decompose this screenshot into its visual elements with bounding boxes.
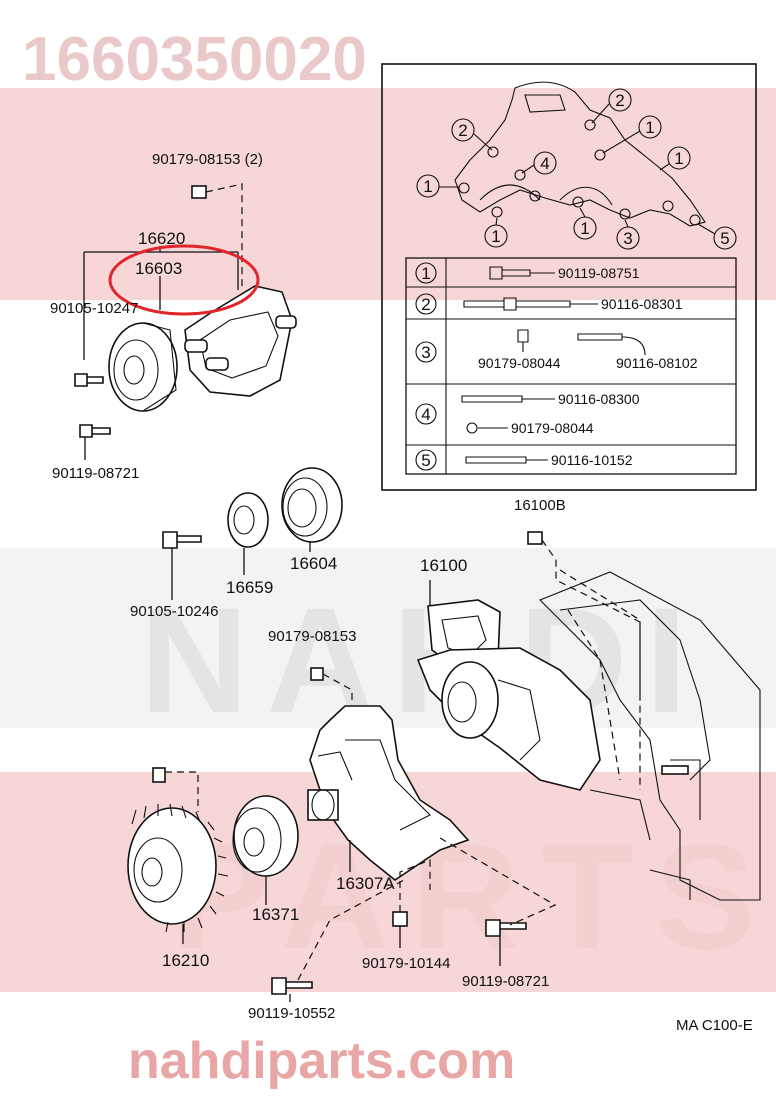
pulley-16604-drawing xyxy=(162,467,343,600)
watermark-site: nahdiparts.com xyxy=(128,1032,515,1090)
legend-row-5-part: 90116-10152 xyxy=(551,452,633,468)
label-90179-08153-2: 90179-08153 (2) xyxy=(152,151,263,168)
legend-row-4-number: 4 xyxy=(421,405,430,424)
water-pump-drawing xyxy=(416,531,641,791)
callout-number: 1 xyxy=(645,118,654,137)
watermark-band-middle xyxy=(0,548,776,728)
legend-row-1-number: 1 xyxy=(421,264,430,283)
callout-number: 1 xyxy=(423,177,432,196)
watermark-brand-nahdi: NAHDI xyxy=(140,576,705,744)
label-16210: 16210 xyxy=(162,951,209,970)
callout-number: 2 xyxy=(615,91,624,110)
callout-number: 1 xyxy=(491,227,500,246)
bracket-16307a-drawing xyxy=(307,667,470,881)
legend-row-3-part-a: 90179-08044 xyxy=(478,355,561,371)
watermark-band-top xyxy=(0,88,776,300)
callout-number: 2 xyxy=(458,121,467,140)
label-90119-10552: 90119-10552 xyxy=(248,1005,335,1022)
inset-cover-drawing xyxy=(454,81,706,227)
callout-circle xyxy=(638,115,662,139)
legend-row-3-part-b: 90116-08102 xyxy=(616,355,698,371)
lower-fasteners-drawing xyxy=(271,837,557,1002)
engine-block-drawing xyxy=(539,569,761,901)
label-16100b: 16100B xyxy=(514,497,566,514)
legend-row-3-number: 3 xyxy=(421,343,430,362)
callout-circle xyxy=(451,118,475,142)
legend-row-2-number: 2 xyxy=(421,295,430,314)
label-16603: 16603 xyxy=(135,259,182,278)
inset-callout-group: 2 2 1 4 1 1 1 1 3 5 xyxy=(416,88,737,250)
part-number-labels: 90179-08153 (2) 16620 16603 90105-10247 … xyxy=(50,151,753,1034)
pulley-16371-drawing xyxy=(232,795,299,905)
label-90179-08153: 90179-08153 xyxy=(268,628,356,645)
callout-number: 4 xyxy=(540,154,549,173)
legend-row-2-part: 90116-08301 xyxy=(601,296,683,312)
label-16371: 16371 xyxy=(252,905,299,924)
label-16659: 16659 xyxy=(226,578,273,597)
highlight-ellipse xyxy=(108,244,260,316)
idler-pulley-assembly-drawing xyxy=(74,183,297,460)
callout-number: 1 xyxy=(674,149,683,168)
label-90105-10247: 90105-10247 xyxy=(50,300,138,317)
label-90105-10246: 90105-10246 xyxy=(130,603,218,620)
watermark-part-code: 1660350020 xyxy=(22,25,367,94)
legend-row-1-part: 90119-08751 xyxy=(558,265,640,281)
diagram-reference-code: MA C100-E xyxy=(676,1017,753,1034)
inset-legend-table: 1 90119-08751 2 90116-08301 3 90179-0804… xyxy=(405,257,737,475)
callout-number: 5 xyxy=(720,229,729,248)
callout-circle xyxy=(667,146,691,170)
label-16604: 16604 xyxy=(290,554,337,573)
label-16307a: 16307A xyxy=(336,874,395,893)
inset-frame xyxy=(381,63,757,491)
legend-row-5-number: 5 xyxy=(421,451,430,470)
label-16100: 16100 xyxy=(420,556,467,575)
legend-row-4-part-a: 90116-08300 xyxy=(558,391,640,407)
fan-clutch-drawing xyxy=(127,767,229,944)
callout-number: 3 xyxy=(623,229,632,248)
callout-circle xyxy=(713,226,737,250)
label-90119-08721-lower: 90119-08721 xyxy=(462,973,549,990)
legend-row-4-part-b: 90179-08044 xyxy=(511,420,594,436)
callout-circle xyxy=(533,151,557,175)
label-90179-10144: 90179-10144 xyxy=(362,955,450,972)
label-16620: 16620 xyxy=(138,229,185,248)
label-90119-08721-upper: 90119-08721 xyxy=(52,465,139,482)
callout-number: 1 xyxy=(580,219,589,238)
callout-circle xyxy=(416,174,440,198)
callout-circle xyxy=(608,88,632,112)
